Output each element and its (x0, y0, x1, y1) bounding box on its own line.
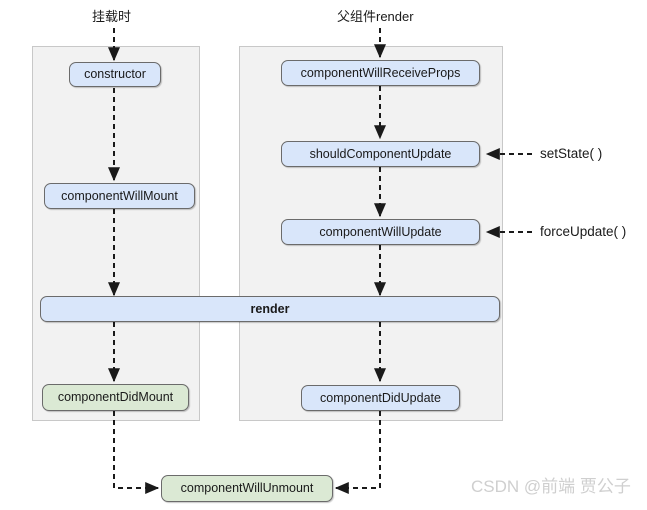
trigger-set-state: setState( ) (540, 146, 603, 161)
mounting-phase-panel (32, 46, 200, 421)
node-component-did-update[interactable]: componentDidUpdate (301, 385, 460, 411)
node-component-will-mount[interactable]: componentWillMount (44, 183, 195, 209)
mounting-phase-label: 挂载时 (92, 9, 132, 24)
node-render[interactable]: render (40, 296, 500, 322)
node-component-will-update[interactable]: componentWillUpdate (281, 219, 480, 245)
csdn-watermark: CSDN @前端 贾公子 (471, 477, 631, 496)
node-component-will-unmount[interactable]: componentWillUnmount (161, 475, 333, 502)
node-component-did-mount[interactable]: componentDidMount (42, 384, 189, 411)
node-should-component-update[interactable]: shouldComponentUpdate (281, 141, 480, 167)
trigger-force-update: forceUpdate( ) (540, 224, 627, 239)
node-constructor[interactable]: constructor (69, 62, 161, 87)
updating-phase-label: 父组件render (337, 9, 414, 24)
node-component-will-receive-props[interactable]: componentWillReceiveProps (281, 60, 480, 86)
